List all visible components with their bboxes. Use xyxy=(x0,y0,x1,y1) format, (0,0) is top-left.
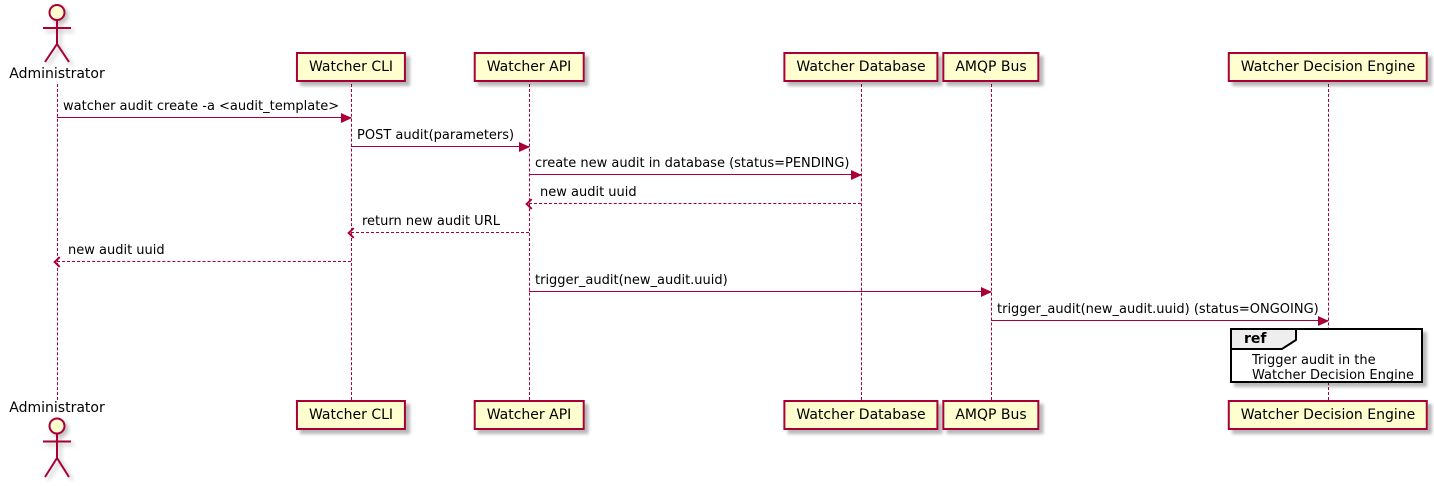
message-2-line xyxy=(351,146,529,147)
participant-watcher-api-top: Watcher API xyxy=(473,52,585,82)
ref-text-line-1: Trigger audit in the xyxy=(1252,353,1376,368)
ref-text: Trigger audit in the Watcher Decision En… xyxy=(1252,353,1414,383)
arrowhead-right-icon xyxy=(341,113,352,123)
message-3: create new audit in database (status=PEN… xyxy=(529,156,862,180)
message-4-label: new audit uuid xyxy=(540,185,637,200)
ref-text-line-2: Watcher Decision Engine xyxy=(1252,368,1414,383)
message-1: watcher audit create -a <audit_template> xyxy=(57,99,352,123)
actor-label-top: Administrator xyxy=(9,66,105,82)
message-2-label: POST audit(parameters) xyxy=(357,128,515,143)
participant-watcher-api-bottom: Watcher API xyxy=(473,400,585,430)
ref-keyword: ref xyxy=(1244,331,1267,347)
participant-watcher-decision-engine-bottom: Watcher Decision Engine xyxy=(1227,400,1429,430)
participant-watcher-decision-engine-top: Watcher Decision Engine xyxy=(1227,52,1429,82)
participant-watcher-database-top: Watcher Database xyxy=(783,52,939,82)
ref-tab-pentagon xyxy=(1230,328,1297,350)
message-8-label: trigger_audit(new_audit.uuid) (status=ON… xyxy=(997,302,1319,317)
message-6: new audit uuid xyxy=(53,243,351,268)
participant-amqp-bus-bottom: AMQP Bus xyxy=(942,400,1040,430)
arrowhead-right-icon xyxy=(1318,316,1329,326)
message-4: new audit uuid xyxy=(525,185,861,210)
message-6-label: new audit uuid xyxy=(68,243,165,258)
message-1-label: watcher audit create -a <audit_template> xyxy=(63,99,340,114)
arrowhead-left-icon xyxy=(347,227,359,239)
message-3-line xyxy=(529,174,861,175)
arrowhead-left-icon xyxy=(53,256,65,268)
lifeline-watcher-decision-engine xyxy=(1328,84,1329,400)
participant-amqp-bus-top: AMQP Bus xyxy=(942,52,1040,82)
arrowhead-right-icon xyxy=(981,287,992,297)
message-7-line xyxy=(529,291,991,292)
message-7-label: trigger_audit(new_audit.uuid) xyxy=(535,273,728,288)
arrowhead-left-icon xyxy=(525,198,537,210)
message-3-label: create new audit in database (status=PEN… xyxy=(535,156,850,171)
lifeline-watcher-api xyxy=(529,84,530,400)
message-5-label: return new audit URL xyxy=(362,214,500,229)
lifeline-administrator xyxy=(57,84,58,400)
actor-label-bottom: Administrator xyxy=(9,400,105,416)
message-5-line xyxy=(351,232,529,233)
ref-fragment: ref Trigger audit in the Watcher Decisio… xyxy=(1230,328,1423,383)
arrowhead-right-icon xyxy=(851,170,862,180)
message-2: POST audit(parameters) xyxy=(351,128,530,152)
lifeline-watcher-database xyxy=(861,84,862,400)
message-4-line xyxy=(529,203,861,204)
actor-icon xyxy=(43,417,71,478)
lifeline-amqp-bus xyxy=(991,84,992,400)
message-8-line xyxy=(991,320,1328,321)
participant-watcher-cli-top: Watcher CLI xyxy=(295,52,407,82)
arrowhead-right-icon xyxy=(519,142,530,152)
message-7: trigger_audit(new_audit.uuid) xyxy=(529,273,992,297)
actor-icon xyxy=(43,4,71,63)
message-8: trigger_audit(new_audit.uuid) (status=ON… xyxy=(991,302,1329,326)
message-6-line xyxy=(57,261,351,262)
message-1-line xyxy=(57,117,351,118)
participant-watcher-database-bottom: Watcher Database xyxy=(783,400,939,430)
lifeline-watcher-cli xyxy=(351,84,352,400)
participant-watcher-cli-bottom: Watcher CLI xyxy=(295,400,407,430)
message-5: return new audit URL xyxy=(347,214,529,239)
